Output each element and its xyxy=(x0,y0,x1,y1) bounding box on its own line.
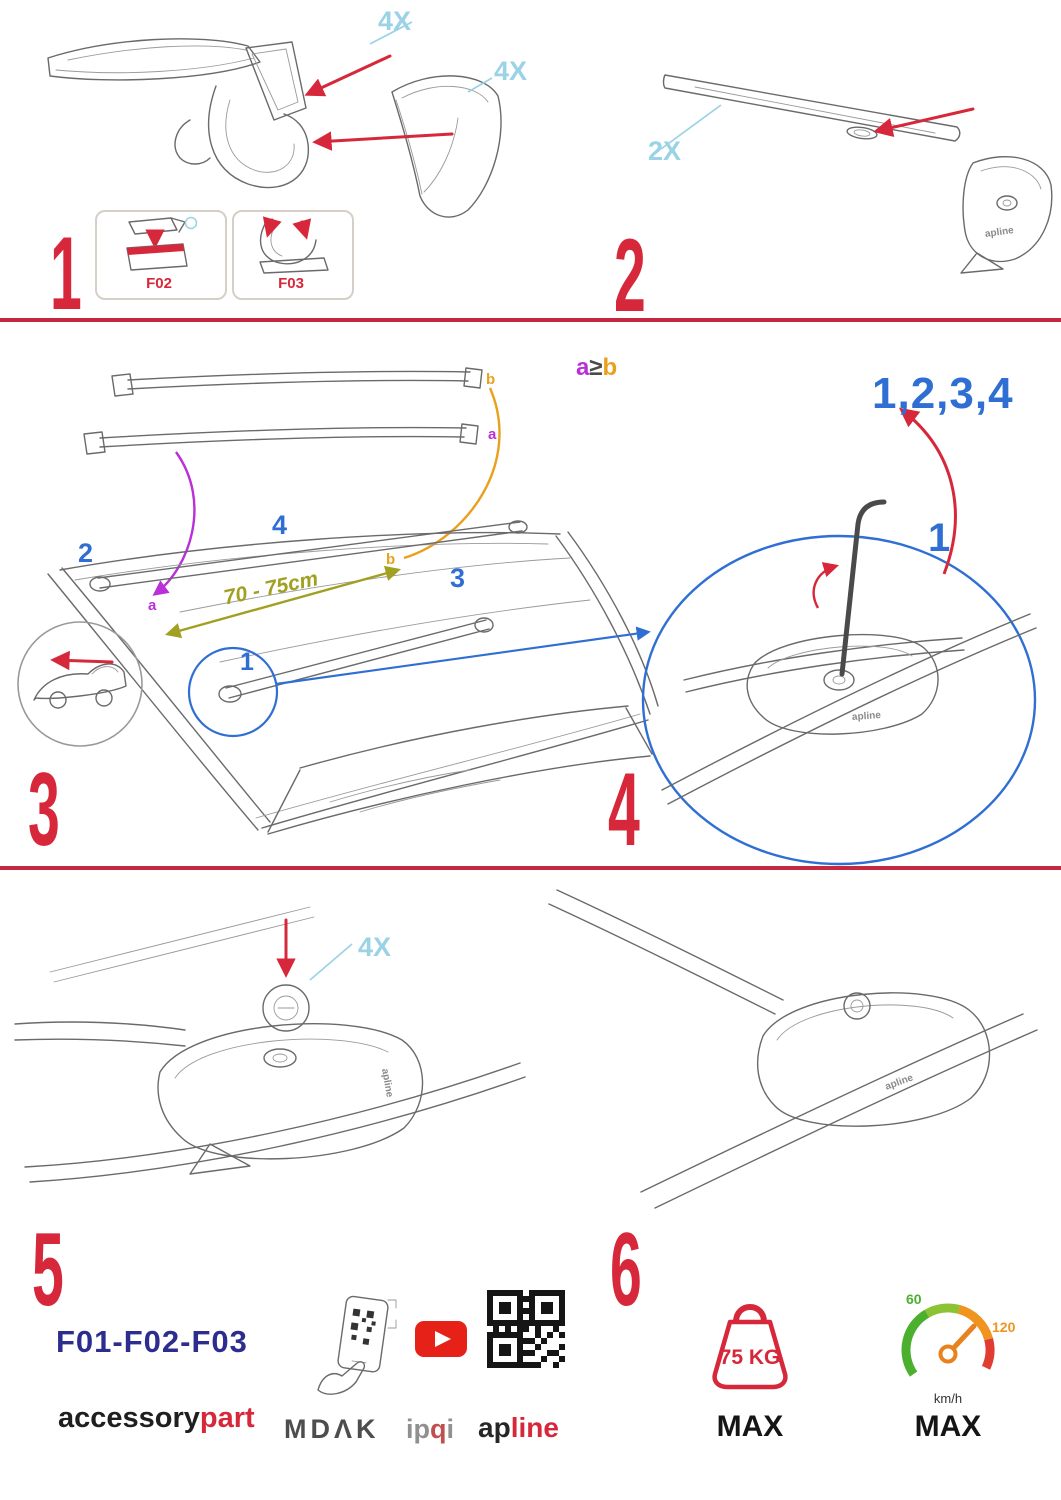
position-label-3: 3 xyxy=(450,563,466,593)
part-f02-diagram xyxy=(126,216,198,271)
brand-apline: apline xyxy=(478,1414,559,1442)
position-label-1: 1 xyxy=(240,648,254,676)
position-label-4: 4 xyxy=(272,510,288,540)
brand-ipqi: ipqi xyxy=(406,1416,454,1443)
sequence-label: 1,2,3,4 xyxy=(872,369,1014,418)
bar-label-a: a xyxy=(488,426,497,443)
quantity-label-2x: 2X xyxy=(648,136,682,166)
step-6-number: 6 xyxy=(610,1212,642,1328)
speed-unit-label: km/h xyxy=(933,1391,963,1406)
step5-cover-install-illustration xyxy=(14,906,526,1183)
max-weight-label: MAX xyxy=(716,1410,784,1443)
speed-low-label: 60 xyxy=(906,1291,922,1307)
foot-logo-step4: apline xyxy=(851,710,882,723)
sequence-first-label: 1 xyxy=(928,516,951,560)
step2-bar-illustration xyxy=(660,74,1053,274)
step3-roof-layout-illustration xyxy=(17,367,659,835)
speedometer-icon xyxy=(901,1303,995,1377)
step6-finished-foot-illustration xyxy=(548,889,1038,1209)
brand-accessory-text: accessory xyxy=(58,1402,200,1434)
comparison-operator: ≥ xyxy=(589,354,603,381)
brand-part-text: part xyxy=(199,1402,255,1434)
part-box-f02: F02 xyxy=(95,210,227,300)
section-divider-2 xyxy=(0,866,1061,870)
bar-label-b: b xyxy=(486,371,496,388)
comparison-b: b xyxy=(602,354,618,381)
quantity-label-4x-a: 4X xyxy=(378,6,412,36)
max-weight-icon xyxy=(712,1304,788,1390)
brand-mdak: MDΛK xyxy=(284,1414,380,1444)
phone-scan-icon xyxy=(317,1295,397,1395)
brand-accessorypart: accessorypart xyxy=(58,1404,255,1433)
brand-apline-ap: ap xyxy=(478,1412,511,1443)
brand-ipqi-ip: ip xyxy=(406,1414,430,1444)
step4-tightening-zoom-illustration xyxy=(641,407,1037,866)
comparison-a: a xyxy=(576,354,590,381)
section-divider-1 xyxy=(0,318,1061,322)
quantity-label-4x-covers: 4X xyxy=(358,932,392,962)
speed-high-label: 120 xyxy=(992,1319,1016,1335)
max-weight-value: 75 KG xyxy=(719,1346,781,1369)
roof-label-b: b xyxy=(386,551,396,568)
step1-bar-foot-cover-illustration xyxy=(47,21,502,218)
roof-label-a: a xyxy=(148,597,157,614)
part-f03-diagram xyxy=(259,216,329,274)
quantity-label-4x-b: 4X xyxy=(494,56,528,86)
model-codes: F01-F02-F03 xyxy=(56,1324,248,1359)
brand-ipqi-i: i xyxy=(446,1414,455,1444)
part-label-f02: F02 xyxy=(146,275,172,292)
position-label-2: 2 xyxy=(78,538,94,568)
qr-code xyxy=(487,1290,565,1368)
youtube-icon xyxy=(415,1321,467,1357)
brand-apline-line: line xyxy=(510,1412,559,1443)
part-box-f03: F03 xyxy=(232,210,354,300)
max-speed-label: MAX xyxy=(914,1410,982,1443)
step-1-number: 1 xyxy=(50,216,82,332)
step-4-number: 4 xyxy=(608,752,640,868)
step-5-number: 5 xyxy=(32,1212,64,1328)
brand-ipqi-q: q xyxy=(430,1414,447,1444)
step-2-number: 2 xyxy=(614,218,646,334)
part-label-f03: F03 xyxy=(278,275,304,292)
length-comparison-label: a≥b xyxy=(576,356,617,380)
step-3-number: 3 xyxy=(28,752,60,868)
